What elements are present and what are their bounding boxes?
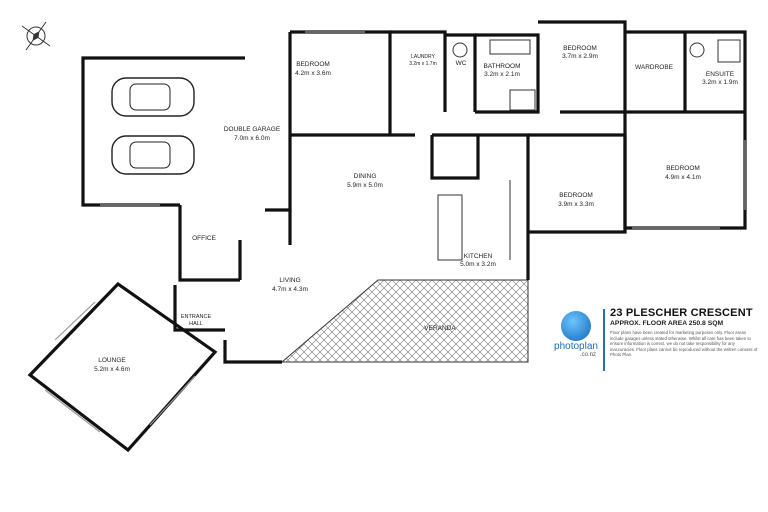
- bedroom2-size: 3.7m x 2.9m: [562, 53, 598, 60]
- info-panel: photoplan .co.nz 23 PLESCHER CRESCENT AP…: [552, 305, 762, 380]
- bathroom-size: 3.2m x 2.1m: [484, 71, 520, 78]
- laundry-size: 3.2m x 1.7m: [409, 61, 437, 67]
- living-name: LIVING: [279, 277, 300, 284]
- brand-name: photoplan: [554, 341, 598, 352]
- bedroom3-name: BEDROOM: [666, 165, 700, 172]
- garage-name: DOUBLE GARAGE: [224, 126, 281, 133]
- dining-name: DINING: [354, 173, 377, 180]
- garage-size: 7.0m x 6.0m: [234, 135, 270, 142]
- car-icon: [111, 77, 195, 117]
- bedroom3-size: 4.9m x 4.1m: [665, 174, 701, 181]
- office-name: OFFICE: [192, 235, 216, 242]
- photoplan-logo: photoplan .co.nz: [552, 311, 600, 358]
- bedroom2-name: BEDROOM: [563, 45, 597, 52]
- garage-walls: [81, 32, 292, 212]
- divider: [603, 309, 605, 371]
- floor-area: APPROX. FLOOR AREA 250.8 SQM: [610, 320, 724, 327]
- bedroom1-size: 4.2m x 3.6m: [295, 70, 331, 77]
- bedroom4-name: BEDROOM: [559, 192, 593, 199]
- brand-sub: .co.nz: [579, 352, 596, 358]
- lounge-name: LOUNGE: [98, 357, 126, 364]
- ensuite-name: ENSUITE: [706, 71, 735, 78]
- entrance-name2: HALL: [189, 321, 203, 327]
- laundry-name: LAUNDRY: [411, 54, 435, 60]
- entrance-name: ENTRANCE: [181, 314, 212, 320]
- veranda-name: VERANDA: [424, 325, 456, 332]
- veranda: [280, 279, 529, 363]
- wc-name: WC: [456, 60, 467, 67]
- ensuite-size: 3.2m x 1.9m: [702, 79, 738, 86]
- bedroom1-name: BEDROOM: [296, 61, 330, 68]
- kitchen-size: 5.0m x 3.2m: [460, 261, 496, 268]
- bathroom-name: BATHROOM: [483, 63, 520, 70]
- car-icon: [111, 135, 195, 175]
- bedroom4-size: 3.9m x 3.3m: [558, 201, 594, 208]
- wardrobe-name: WARDROBE: [635, 64, 674, 71]
- lounge-size: 5.2m x 4.6m: [94, 366, 130, 373]
- lounge-walls: [27, 281, 218, 453]
- disclaimer: Floor plans have been created for market…: [610, 330, 758, 358]
- walls: [173, 20, 747, 364]
- dining-size: 5.9m x 5.0m: [347, 182, 383, 189]
- kitchen-name: KITCHEN: [464, 253, 493, 260]
- compass-icon: [21, 21, 51, 51]
- address-title: 23 PLESCHER CRESCENT: [610, 307, 753, 319]
- living-size: 4.7m x 4.3m: [272, 286, 308, 293]
